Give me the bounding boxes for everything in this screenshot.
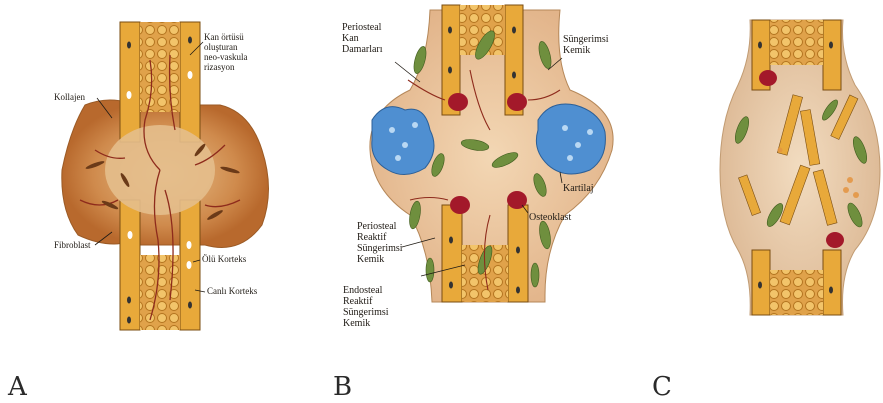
panel-c-lower-marrow [770, 270, 823, 315]
panel-c-upper-marrow [770, 20, 823, 65]
panel-b-cartilage-left [372, 107, 434, 175]
label-fibroblast: Fibroblast [54, 240, 91, 250]
panel-c-diagram [720, 20, 880, 315]
label-olu-korteks: Ölü Korteks [202, 254, 246, 264]
panel-letter-a: A [8, 372, 27, 402]
panel-a-upper-marrow [140, 22, 180, 112]
panel-letter-b: B [333, 372, 352, 402]
label-kollajen: Kollajen [54, 92, 85, 102]
panel-a-lower-marrow [140, 255, 180, 330]
label-periosteal-kan: Periosteal Kan Damarları [342, 22, 383, 55]
label-osteoklast: Osteoklast [529, 212, 571, 223]
label-kartilaj: Kartilaj [563, 183, 594, 194]
panel-a-lower-cortex-left [120, 200, 140, 330]
label-sungerimsi-kemik: Süngerimsi Kemik [563, 34, 609, 56]
panel-c-lower-cortex-right [823, 250, 841, 315]
panel-a-upper-cortex-left [120, 22, 140, 142]
label-periosteal-reaktif: Periosteal Reaktif Süngerimsi Kemik [357, 221, 403, 265]
label-endosteal-reaktif: Endosteal Reaktif Süngerimsi Kemik [343, 285, 389, 329]
panel-letter-c: C [652, 372, 672, 402]
panel-c-upper-cortex-right [823, 20, 841, 90]
label-kan-ortusu: Kan örtüsü oluşturan neo-vaskula rizasyo… [204, 32, 247, 72]
label-canli-korteks: Canlı Korteks [207, 286, 257, 296]
